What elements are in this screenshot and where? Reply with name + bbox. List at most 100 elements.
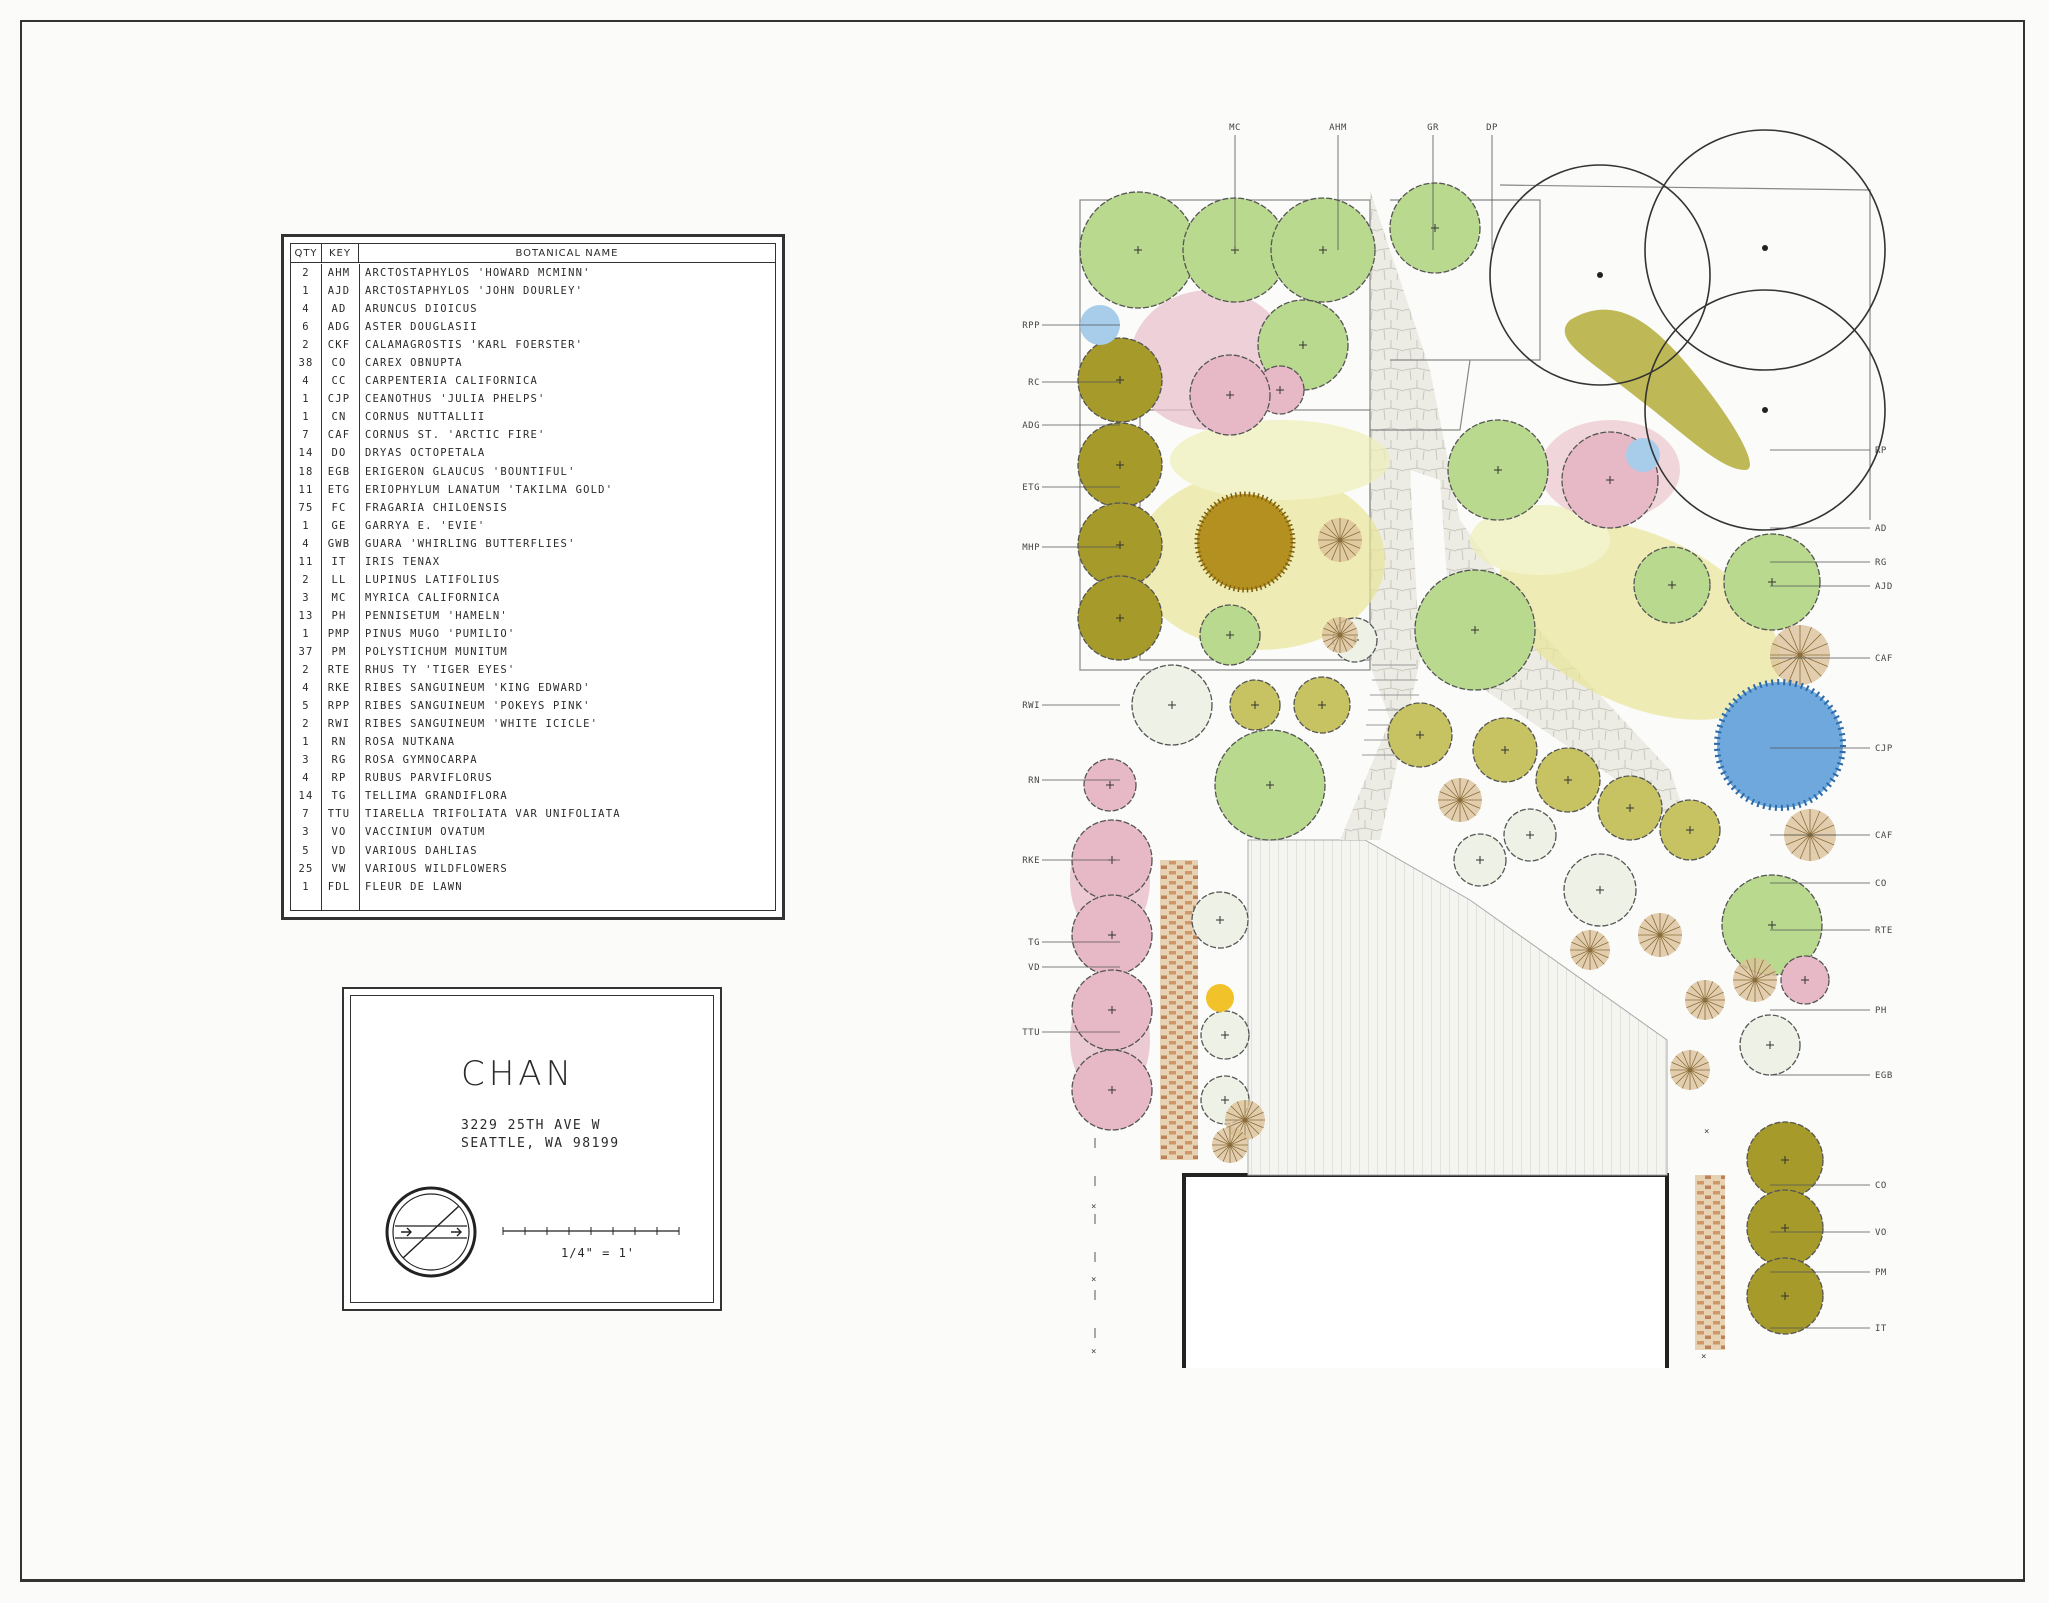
house-outline	[1182, 1173, 1669, 1368]
center-mark	[1801, 976, 1809, 984]
diagonal-shrub	[1229, 679, 1281, 731]
drift-mass	[1564, 309, 1750, 470]
grass-clump	[1438, 778, 1482, 822]
botanical-name-cell: ROSA NUTKANA	[365, 736, 456, 749]
groundcover-fc	[1135, 420, 1781, 720]
key-cell: GE	[331, 519, 347, 532]
qty-cell: 1	[302, 880, 310, 893]
callout-left: RWI	[1022, 701, 1040, 711]
qty-cell: 11	[298, 555, 314, 568]
qty-cell: 2	[302, 718, 310, 731]
botanical-name-cell: ROSA GYMNOCARPA	[365, 754, 478, 767]
shrub-edge	[1214, 729, 1326, 841]
callout-left: RN	[1028, 776, 1040, 786]
shrub-edge	[1659, 799, 1721, 861]
diagonal-shrub	[1472, 717, 1538, 783]
center-mark	[1221, 1031, 1229, 1039]
callout-left: RKE	[1022, 856, 1040, 866]
botanical-name-cell: ERIGERON GLAUCUS 'BOUNTIFUL'	[365, 465, 576, 478]
qty-cell: 1	[302, 627, 310, 640]
qty-cell: 11	[298, 483, 314, 496]
plant-callouts: RPPRCADGETGMHPRWIRNRKETGVDTTURPADRGAJDCA…	[1022, 123, 1893, 1334]
botanical-name-cell: CEANOTHUS 'JULIA PHELPS'	[365, 393, 546, 406]
botanical-name-cell: ARCTOSTAPHYLOS 'HOWARD MCMINN'	[365, 267, 591, 280]
shrub-edge	[1293, 676, 1351, 734]
key-cell: CAF	[327, 429, 351, 442]
shrub-edge	[1472, 717, 1538, 783]
center-mark	[1768, 578, 1776, 586]
qty-cell: 4	[302, 682, 310, 695]
green-shrub	[1633, 546, 1711, 624]
key-header: KEY	[322, 244, 359, 262]
diagonal-shrub	[1293, 676, 1351, 734]
shrub-edge	[1780, 955, 1830, 1005]
qty-cell: 4	[302, 375, 310, 388]
shrub-edge	[1633, 546, 1711, 624]
qty-cell: 5	[302, 700, 310, 713]
callout-right: CAF	[1875, 831, 1893, 841]
qty-cell: 1	[302, 519, 310, 532]
qty-cell: 2	[302, 267, 310, 280]
shrub-edge	[1563, 853, 1637, 927]
key-cell: AJD	[327, 285, 351, 298]
grass-blades	[1212, 1127, 1248, 1163]
center-mark	[1108, 1006, 1116, 1014]
green-shrub	[1270, 197, 1376, 303]
center-mark	[1226, 631, 1234, 639]
grass-clump	[1670, 1050, 1710, 1090]
shrub-edge	[1199, 604, 1261, 666]
qty-cell: 37	[298, 646, 314, 658]
callout-left: RPP	[1022, 321, 1040, 331]
shrub-edge	[1535, 747, 1601, 813]
cjp-shrub	[1714, 679, 1846, 811]
shrub-edge	[1189, 354, 1271, 436]
shrub-edge	[1389, 182, 1481, 274]
botanical-name-cell: RUBUS PARVIFLORUS	[365, 772, 493, 785]
qty-cell: 13	[298, 609, 314, 622]
center-mark	[1626, 804, 1634, 812]
center-mark	[1318, 701, 1326, 709]
fence-x-marker: ×	[1091, 1275, 1097, 1285]
center-mark	[1108, 1086, 1116, 1094]
shrub-edge	[1191, 891, 1249, 949]
botanical-name-cell: VARIOUS WILDFLOWERS	[365, 862, 508, 875]
callout-right: CJP	[1875, 744, 1893, 754]
shrub-edge	[1071, 969, 1153, 1051]
key-cell: ETG	[327, 483, 351, 496]
callout-right: EGB	[1875, 1071, 1893, 1081]
key-column-line	[358, 264, 360, 910]
botanical-name-cell: CALAMAGROSTIS 'KARL FOERSTER'	[365, 339, 584, 352]
qty-cell: 6	[302, 321, 310, 334]
qty-cell: 2	[302, 339, 310, 352]
callout-right: CO	[1875, 879, 1887, 889]
center-mark	[1116, 461, 1124, 469]
pale-shrub	[1200, 1010, 1250, 1060]
callout-right: IT	[1875, 1324, 1887, 1334]
qty-cell: 2	[302, 664, 310, 677]
botanical-name-cell: FRAGARIA CHILOENSIS	[365, 501, 508, 514]
callout-top: AHM	[1329, 123, 1347, 133]
fence-x-marker: ×	[1091, 1347, 1097, 1357]
qty-cell: 1	[302, 393, 310, 406]
qty-cell: 75	[298, 501, 314, 514]
grass-clump	[1322, 617, 1358, 653]
grass-blades	[1438, 778, 1482, 822]
key-cell: FC	[331, 501, 347, 514]
diagonal-shrub	[1387, 702, 1453, 768]
center-mark	[1781, 1156, 1789, 1164]
pinus-mugo	[1194, 491, 1296, 593]
key-cell: PMP	[327, 627, 351, 640]
pale-shrub	[1563, 853, 1637, 927]
qty-cell: 3	[302, 826, 310, 839]
key-cell: PM	[331, 646, 347, 658]
fence-x-marker: ×	[1704, 1127, 1710, 1137]
key-cell: DO	[331, 447, 347, 460]
qty-cell: 25	[298, 862, 314, 875]
